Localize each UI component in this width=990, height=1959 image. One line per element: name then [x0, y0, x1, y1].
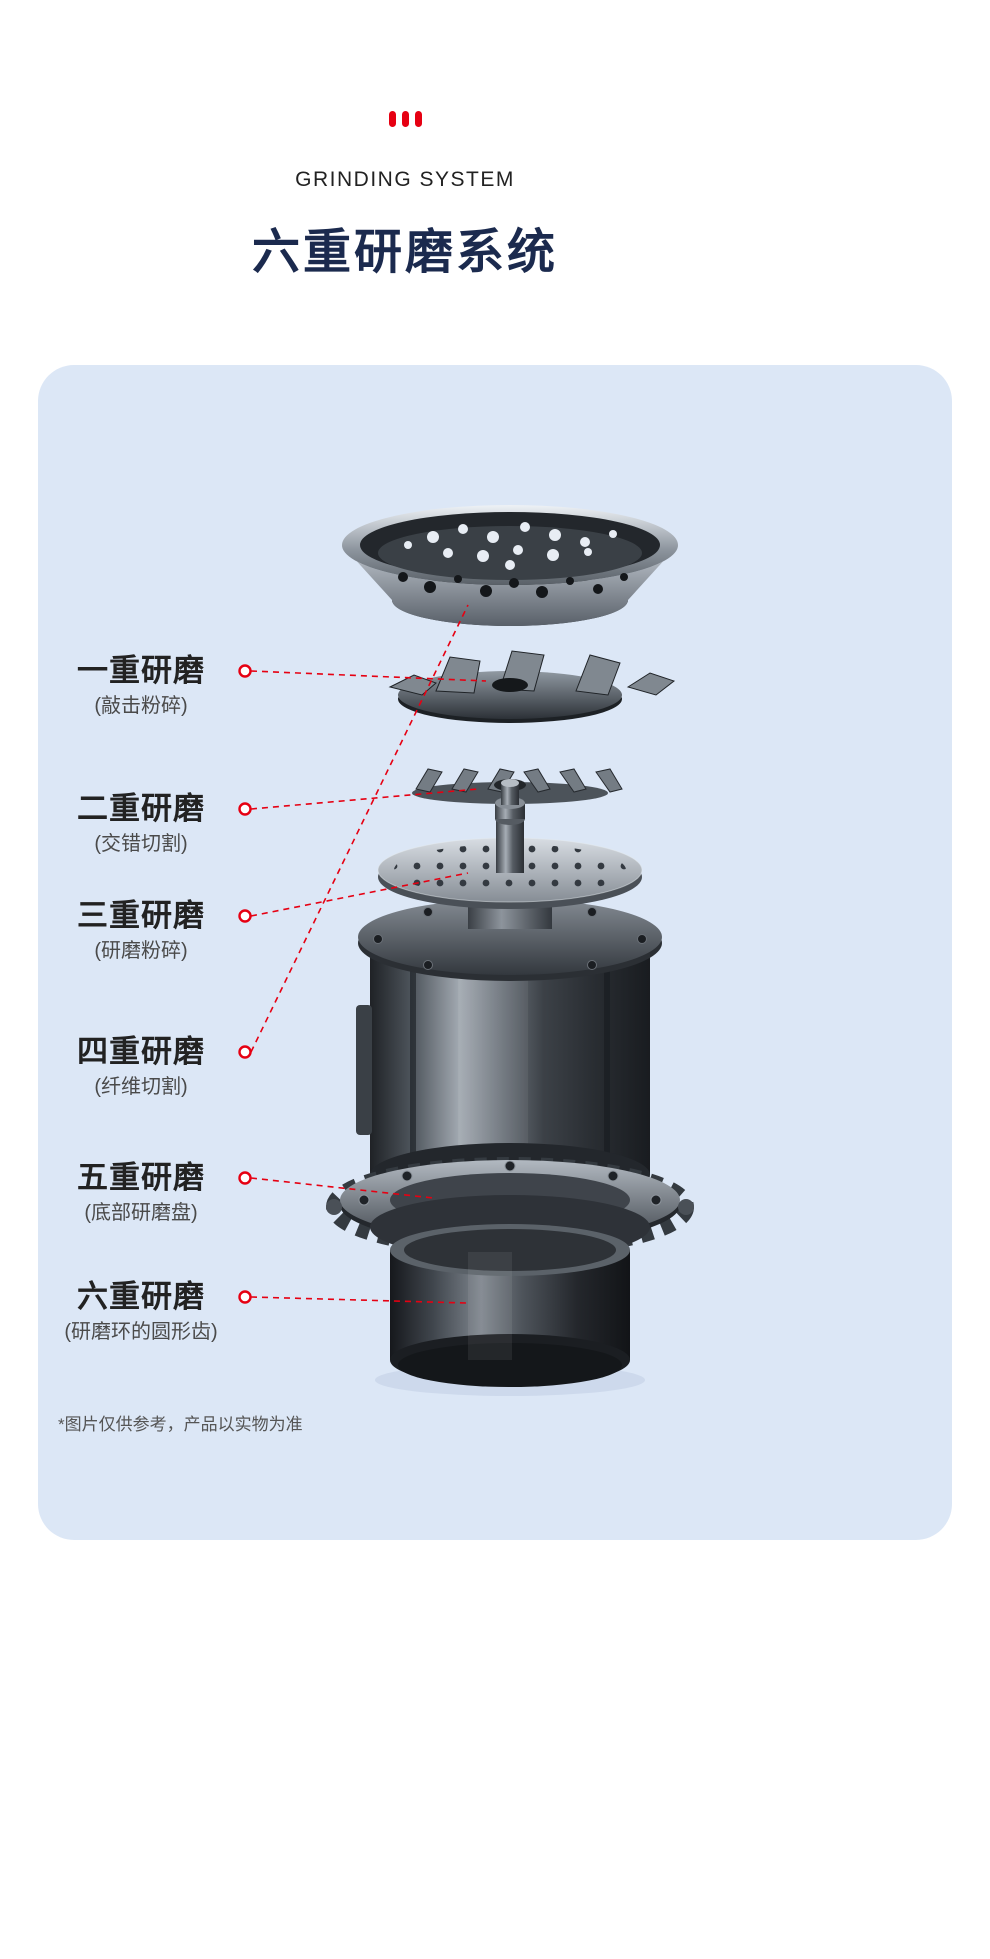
disclaimer-note: *图片仅供参考，产品以实物为准: [58, 1415, 303, 1434]
label-grind-1: 一重研磨 (敲击粉碎): [38, 651, 244, 719]
collection-cup-part: [390, 1224, 630, 1387]
impact-blades-part: [388, 650, 676, 723]
perforated-disc-part: [377, 779, 643, 909]
label-grind-3-sub: (研磨粉碎): [94, 940, 188, 962]
label-grind-5-sub: (底部研磨盘): [84, 1202, 198, 1224]
label-grind-6-title: 六重研磨: [77, 1279, 205, 1314]
label-grind-3-title: 三重研磨: [77, 898, 205, 933]
label-grind-1-sub: (敲击粉碎): [94, 695, 188, 717]
label-grind-4: 四重研磨 (纤维切割): [38, 1032, 244, 1100]
label-grind-4-title: 四重研磨: [77, 1034, 205, 1069]
label-grind-4-sub: (纤维切割): [94, 1076, 188, 1098]
leader-lines: [250, 604, 487, 1304]
label-grind-3: 三重研磨 (研磨粉碎): [38, 896, 244, 964]
label-grind-2: 二重研磨 (交错切割): [38, 789, 244, 857]
label-grind-6-sub: (研磨环的圆形齿): [64, 1321, 218, 1343]
page-title: 六重研磨系统: [251, 226, 558, 279]
label-grind-5: 五重研磨 (底部研磨盘): [38, 1158, 244, 1226]
label-grind-2-sub: (交错切割): [94, 833, 188, 855]
label-grind-2-title: 二重研磨: [77, 791, 205, 826]
content-panel: 一重研磨 (敲击粉碎) 二重研磨 (交错切割) 三重研磨 (研磨粉碎) 四重研磨…: [38, 365, 952, 1540]
label-grind-6: 六重研磨 (研磨环的圆形齿): [38, 1277, 244, 1345]
grinder-exploded-diagram: [238, 505, 694, 1396]
label-grind-5-title: 五重研磨: [77, 1160, 205, 1195]
header-subtitle: GRINDING SYSTEM: [295, 168, 515, 191]
motor-body-part: [356, 873, 662, 1207]
basket-part: [342, 505, 678, 626]
label-grind-1-title: 一重研磨: [77, 653, 205, 688]
triple-bars-icon: [0, 110, 810, 128]
leader-markers: [238, 664, 252, 1304]
